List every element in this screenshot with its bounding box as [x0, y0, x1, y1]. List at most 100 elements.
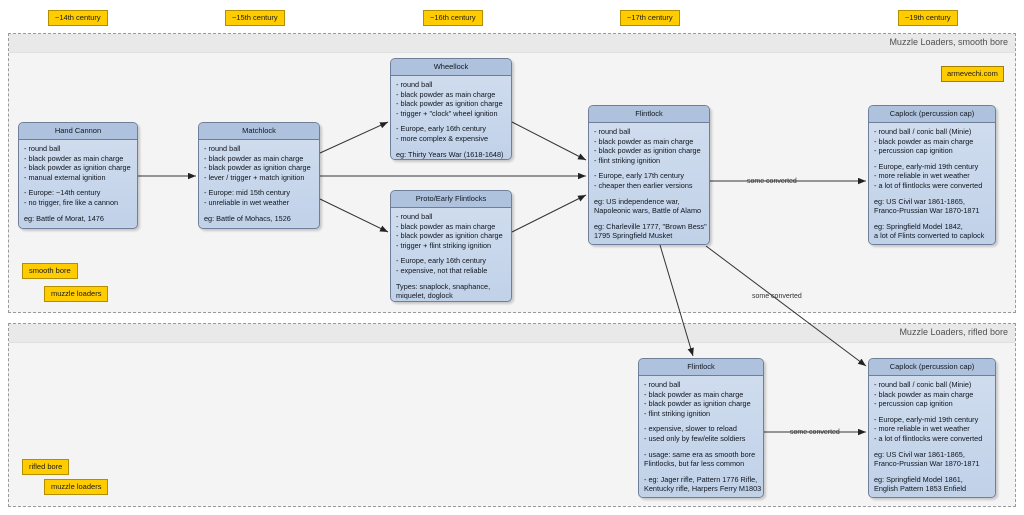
node-line: - expensive, slower to reload: [644, 424, 737, 434]
node-line: Napoleonic wars, Battle of Alamo: [594, 206, 702, 216]
node-caplock-smooth[interactable]: Caplock (percussion cap) - round ball / c…: [868, 105, 996, 245]
node-line: - round ball / conic ball (Minie): [874, 127, 972, 136]
node-matchlock[interactable]: Matchlock - round ball- black powder as m…: [198, 122, 320, 229]
node-line: - manual external ignition: [24, 172, 106, 182]
node-line: - black powder as main charge: [594, 136, 694, 146]
node-line: - unreliable in wet weather: [204, 197, 290, 207]
node-line-group: - round ball / conic ball (Minie)- black…: [874, 127, 991, 156]
watermark-badge: armevechi.com: [941, 66, 1004, 82]
node-line: eg: US Civil war 1861-1865,: [874, 196, 965, 206]
node-line: - black powder as main charge: [24, 153, 124, 163]
node-proto-early-flintlocks[interactable]: Proto/Early Flintlocks - round ball- blac…: [390, 190, 512, 302]
node-line: - percussion cap ignition: [874, 146, 953, 156]
node-line: eg: Springfield Model 1861,: [874, 474, 963, 484]
node-line: - flint striking ignition: [594, 155, 661, 165]
section-smooth-bore: Muzzle Loaders, smooth bore: [8, 33, 1016, 313]
timeline-tag-1: ~15th century: [225, 10, 285, 26]
node-caplock-rifled[interactable]: Caplock (percussion cap) - round ball / c…: [868, 358, 996, 498]
section-band: Muzzle Loaders, smooth bore: [9, 34, 1015, 53]
node-line: - trigger + flint striking ignition: [396, 240, 492, 250]
section-rifled-bore: Muzzle Loaders, rifled bore: [8, 323, 1016, 507]
node-line-group: - eg: Jager rifle, Pattern 1776 Rifle,Ke…: [644, 474, 762, 494]
node-title: Matchlock: [199, 123, 319, 140]
node-line: - Europe: mid 15th century: [204, 188, 290, 198]
timeline-tag-4: ~19th century: [898, 10, 958, 26]
node-title: Caplock (percussion cap): [869, 359, 995, 376]
node-line-group: - round ball- black powder as main charg…: [594, 127, 705, 165]
node-line: eg: Charleville 1777, "Brown Bess": [594, 221, 707, 231]
node-line: - Europe, early-mid 19th century: [874, 161, 979, 171]
node-line: - black powder as main charge: [874, 136, 974, 146]
node-line: - trigger + "clock" wheel ignition: [396, 108, 498, 118]
node-body: - round ball- black powder as main charg…: [589, 123, 709, 244]
node-hand-cannon[interactable]: Hand Cannon- round ball- black powder as…: [18, 122, 138, 229]
node-line: - Europe, early 16th century: [396, 124, 487, 134]
node-line-group: - Europe: ~14th century- no trigger, fir…: [24, 188, 133, 207]
node-line-group: eg: Battle of Morat, 1476: [24, 214, 133, 224]
section-title: Muzzle Loaders, rifled bore: [899, 327, 1008, 337]
node-line: - black powder as ignition charge: [396, 99, 503, 109]
node-line: - black powder as main charge: [874, 389, 974, 399]
node-line: - Europe, early-mid 19th century: [874, 414, 979, 424]
edge-label-2: some converted: [790, 429, 840, 436]
node-line: - round ball: [644, 380, 681, 389]
node-line: - round ball: [24, 144, 61, 153]
node-flintlock-rifled[interactable]: Flintlock- round ball- black powder as m…: [638, 358, 764, 498]
node-line-group: - round ball- black powder as main charg…: [204, 144, 315, 182]
node-line-group: eg: Springfield Model 1842,a lot of Flin…: [874, 222, 991, 241]
node-line: - Europe, early 17th century: [594, 171, 685, 181]
node-line: - Europe, early 16th century: [396, 256, 487, 266]
node-line-group: eg: US independence war,Napoleonic wars,…: [594, 197, 705, 216]
node-line: - percussion cap ignition: [874, 399, 953, 409]
edge-label-1: some converted: [752, 293, 802, 300]
node-line: - round ball: [594, 127, 631, 136]
node-body: - round ball / conic ball (Minie)- black…: [869, 376, 995, 497]
node-title: Hand Cannon: [19, 123, 137, 140]
node-line: eg: Springfield Model 1842,: [874, 221, 963, 231]
node-line: Types: snaplock, snaphance,: [396, 281, 491, 291]
node-line: - black powder as main charge: [644, 389, 744, 399]
node-line: - round ball: [204, 144, 241, 153]
node-flintlock-smooth[interactable]: Flintlock- round ball- black powder as m…: [588, 105, 710, 245]
node-line: eg: Battle of Morat, 1476: [24, 213, 104, 223]
node-line-group: - round ball / conic ball (Minie)- black…: [874, 380, 991, 409]
node-line: - lever / trigger + match ignition: [204, 172, 305, 182]
section-title: Muzzle Loaders, smooth bore: [889, 37, 1008, 47]
node-line: - eg: Jager rifle, Pattern 1776 Rifle,: [644, 474, 758, 484]
node-line: Flintlocks, but far less common: [644, 459, 745, 469]
node-title: Proto/Early Flintlocks: [391, 191, 511, 208]
node-line: - black powder as ignition charge: [594, 146, 701, 156]
node-line-group: - round ball- black powder as main charg…: [396, 212, 507, 250]
node-line: - black powder as ignition charge: [204, 163, 311, 173]
node-line-group: - round ball- black powder as main charg…: [396, 80, 507, 118]
category-tag-3: muzzle loaders: [44, 479, 109, 495]
node-line: English Pattern 1853 Enfield: [874, 484, 967, 494]
node-line: - usage: same era as smooth bore: [644, 449, 756, 459]
node-line-group: - round ball- black powder as main charg…: [644, 380, 759, 418]
node-title: Wheellock: [391, 59, 511, 76]
node-line: eg: US Civil war 1861-1865,: [874, 449, 965, 459]
node-line-group: - Europe, early 17th century- cheaper th…: [594, 171, 705, 190]
node-title: Caplock (percussion cap): [869, 106, 995, 123]
node-line: - cheaper then earlier versions: [594, 180, 693, 190]
node-line: Kentucky rifle, Harpers Ferry M1803: [644, 484, 762, 494]
node-line: eg: Battle of Mohacs, 1526: [204, 213, 291, 223]
node-line: eg: US independence war,: [594, 196, 680, 206]
node-wheellock[interactable]: Wheellock - round ball- black powder as m…: [390, 58, 512, 160]
node-line: - black powder as ignition charge: [24, 163, 131, 173]
node-line-group: - round ball- black powder as main charg…: [24, 144, 133, 182]
node-body: - round ball- black powder as main charg…: [19, 140, 137, 228]
node-line: miquelet, doglock: [396, 291, 453, 301]
node-line: - more complex & expensive: [396, 133, 489, 143]
category-tag-0: smooth bore: [22, 263, 78, 279]
node-line: Franco-Prussian War 1870-1871: [874, 206, 980, 216]
timeline-tag-2: ~16th century: [423, 10, 483, 26]
node-line: - a lot of flintlocks were converted: [874, 433, 983, 443]
node-line: - no trigger, fire like a cannon: [24, 197, 119, 207]
node-body: - round ball / conic ball (Minie)- black…: [869, 123, 995, 244]
node-line: a lot of Flints converted to caplock: [874, 231, 985, 241]
node-line: - flint striking ignition: [644, 408, 711, 418]
node-line: eg: Thirty Years War (1618-1648): [396, 149, 504, 159]
